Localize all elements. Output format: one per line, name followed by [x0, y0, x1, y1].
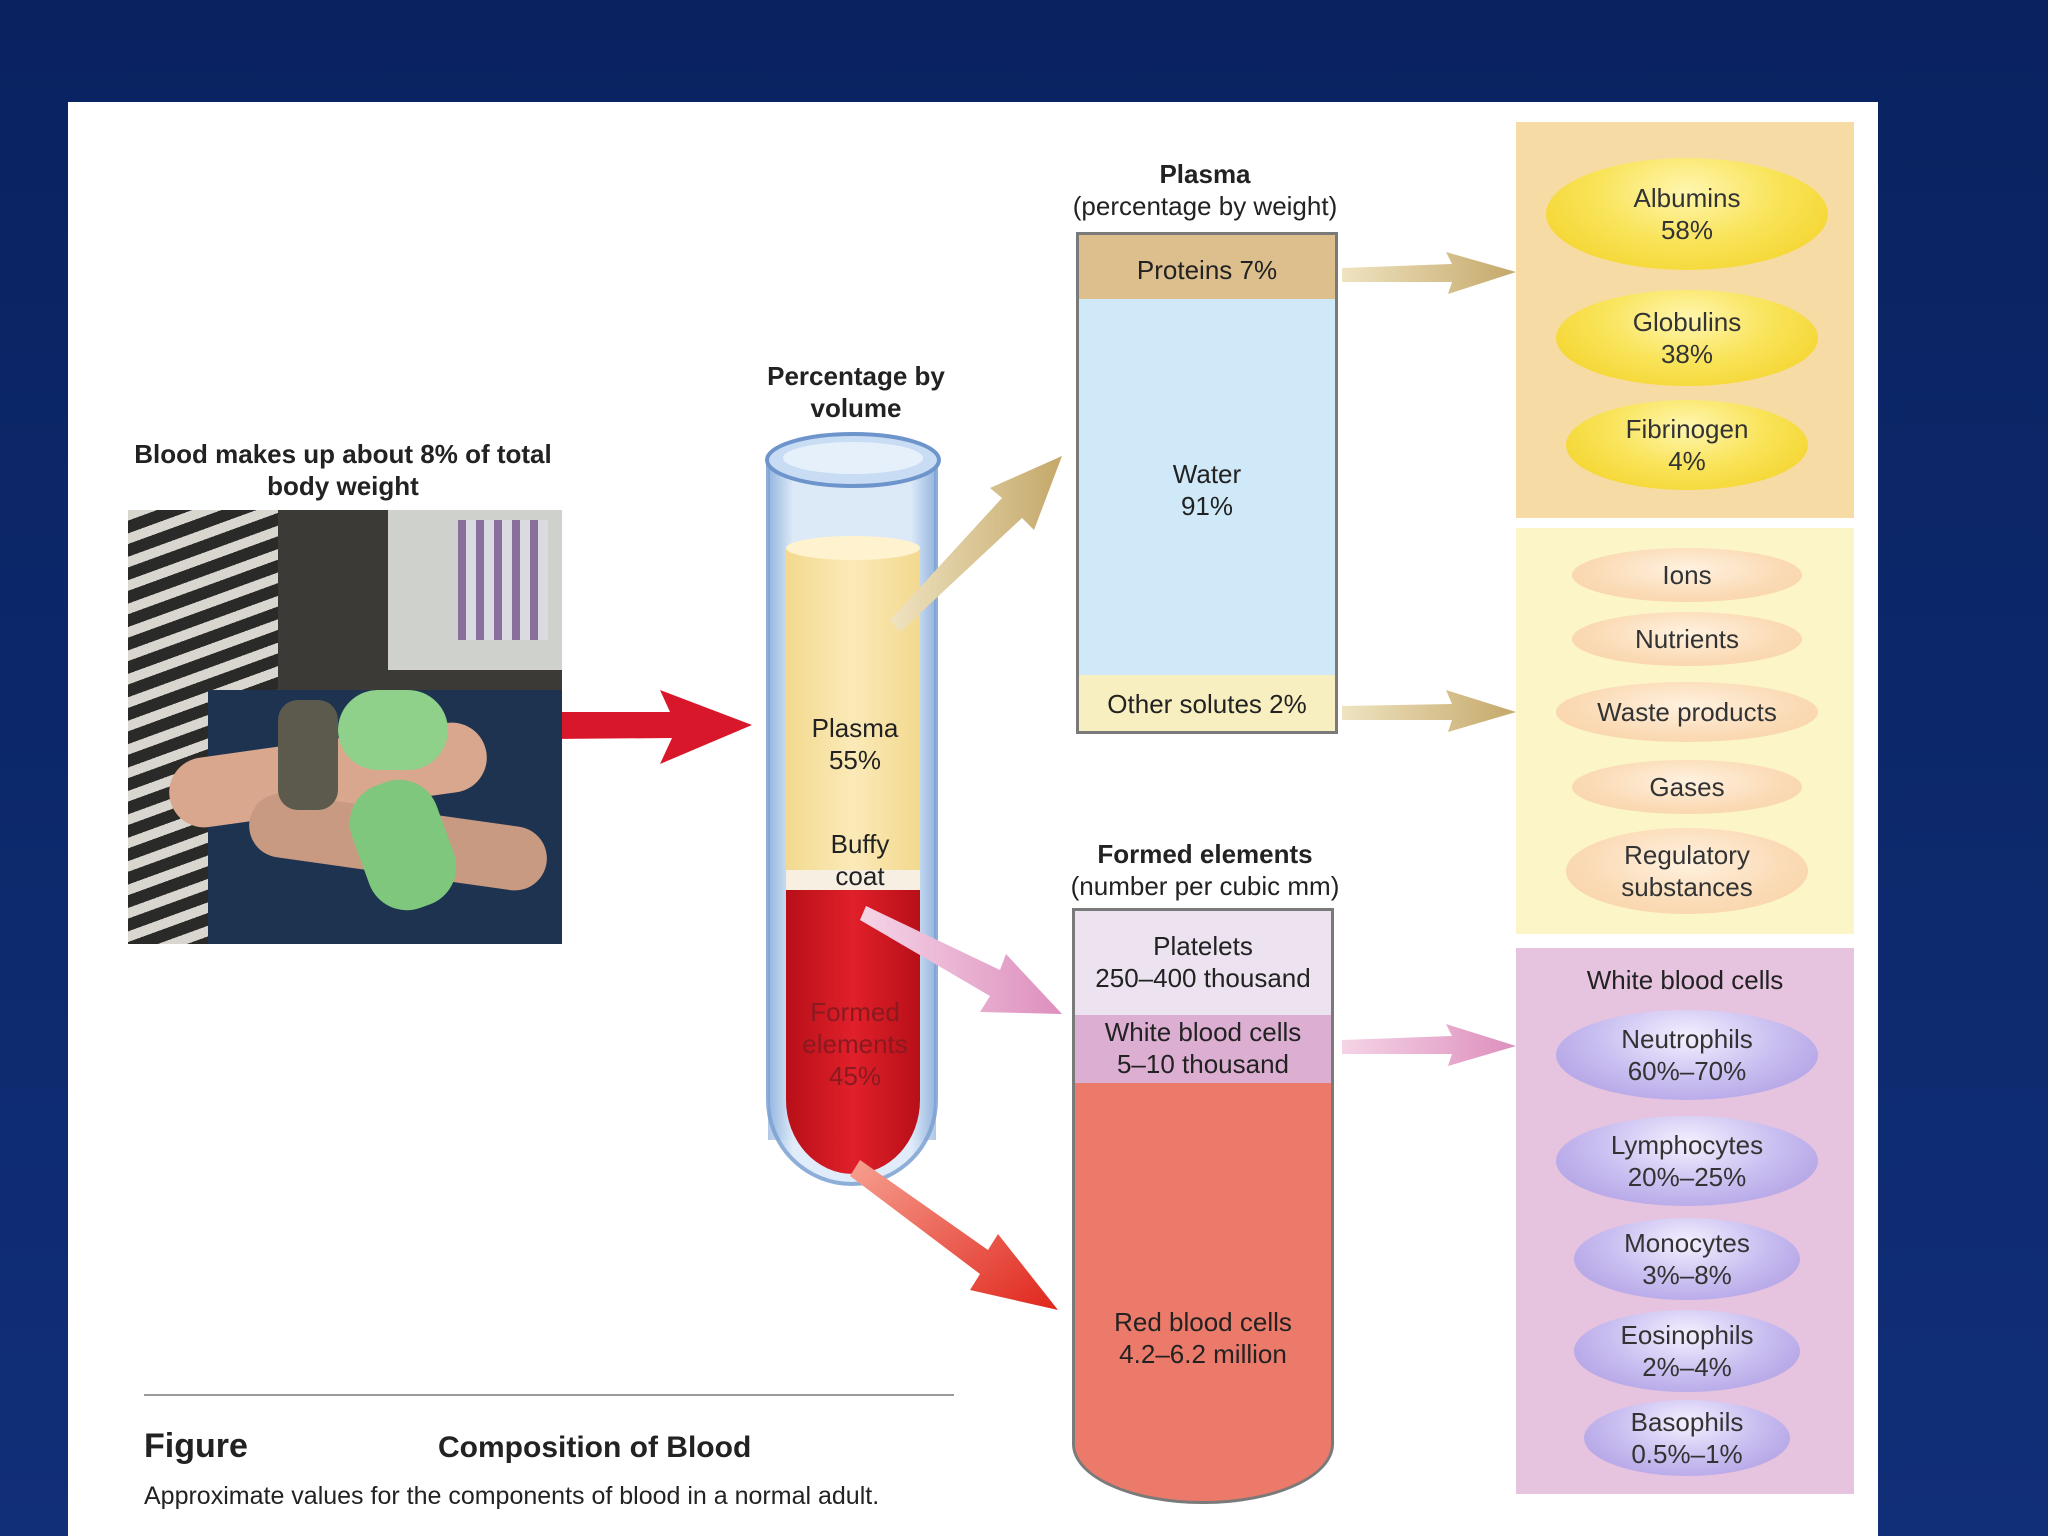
tube-plasma-label: Plasma	[811, 713, 899, 743]
plasma-water-label: Water	[1172, 459, 1242, 489]
plasma-arrow	[890, 456, 1062, 632]
tube-buffy-label: Buffy coat	[830, 829, 890, 891]
formed-platelets-value: 250–400 thousand	[1095, 963, 1311, 993]
plasma-water-pct: 91%	[1180, 491, 1234, 521]
plasma-other-solutes: Other solutes 2%	[1107, 689, 1307, 719]
plasma-subtitle: (percentage by weight)	[1072, 191, 1338, 221]
tube-formed-label: Formed elements	[802, 997, 908, 1059]
solutes-arrow	[1342, 690, 1516, 732]
figure-caption: Approximate values for the components of…	[144, 1482, 880, 1510]
tube-heading: Percentage by volume	[767, 361, 945, 423]
rbc-arrow	[850, 1160, 1058, 1310]
formed-wbc-label: White blood cells	[1104, 1017, 1302, 1047]
blood-draw-photo	[128, 510, 562, 944]
proteins-band	[1079, 235, 1335, 299]
photo-caption: Blood makes up about 8% of total body we…	[134, 439, 552, 501]
plasma-box	[1076, 232, 1338, 734]
caption-rule	[144, 1394, 954, 1396]
solute-pill-waste-products: Waste products	[1556, 682, 1818, 742]
formed-rbc-value: 4.2–6.2 million	[1119, 1339, 1287, 1369]
plasma-proteins: Proteins 7%	[1136, 255, 1278, 285]
platelets-band	[1075, 911, 1331, 1015]
solute-pill-ions: Ions	[1572, 548, 1802, 602]
buffy-arrow	[860, 906, 1062, 1014]
wbc-band	[1075, 1015, 1331, 1083]
wbc-panel-title: White blood cells	[1586, 965, 1784, 995]
plasma-title: Plasma	[1159, 159, 1251, 189]
photo-arrow	[440, 690, 752, 764]
solute-pill-gases: Gases	[1572, 760, 1802, 814]
proteins-arrow	[1342, 252, 1516, 294]
tube-plasma-pct: 55%	[828, 745, 882, 775]
formed-box	[1072, 908, 1334, 1504]
solute-pill-nutrients: Nutrients	[1572, 612, 1802, 666]
figure-title: Composition of Blood	[438, 1431, 752, 1464]
formed-subtitle: (number per cubic mm)	[1070, 871, 1340, 901]
wbc-arrow	[1342, 1024, 1516, 1066]
figure-label: Figure	[144, 1427, 248, 1465]
solute-pill-regulatory-substances: Regulatory substances	[1566, 828, 1808, 914]
tube-formed-pct: 45%	[828, 1061, 882, 1091]
formed-rbc-label: Red blood cells	[1114, 1307, 1292, 1337]
other-solutes-band	[1079, 675, 1335, 731]
formed-platelets-label: Platelets	[1153, 931, 1253, 961]
formed-wbc-value: 5–10 thousand	[1116, 1049, 1290, 1079]
formed-title: Formed elements	[1097, 839, 1313, 869]
